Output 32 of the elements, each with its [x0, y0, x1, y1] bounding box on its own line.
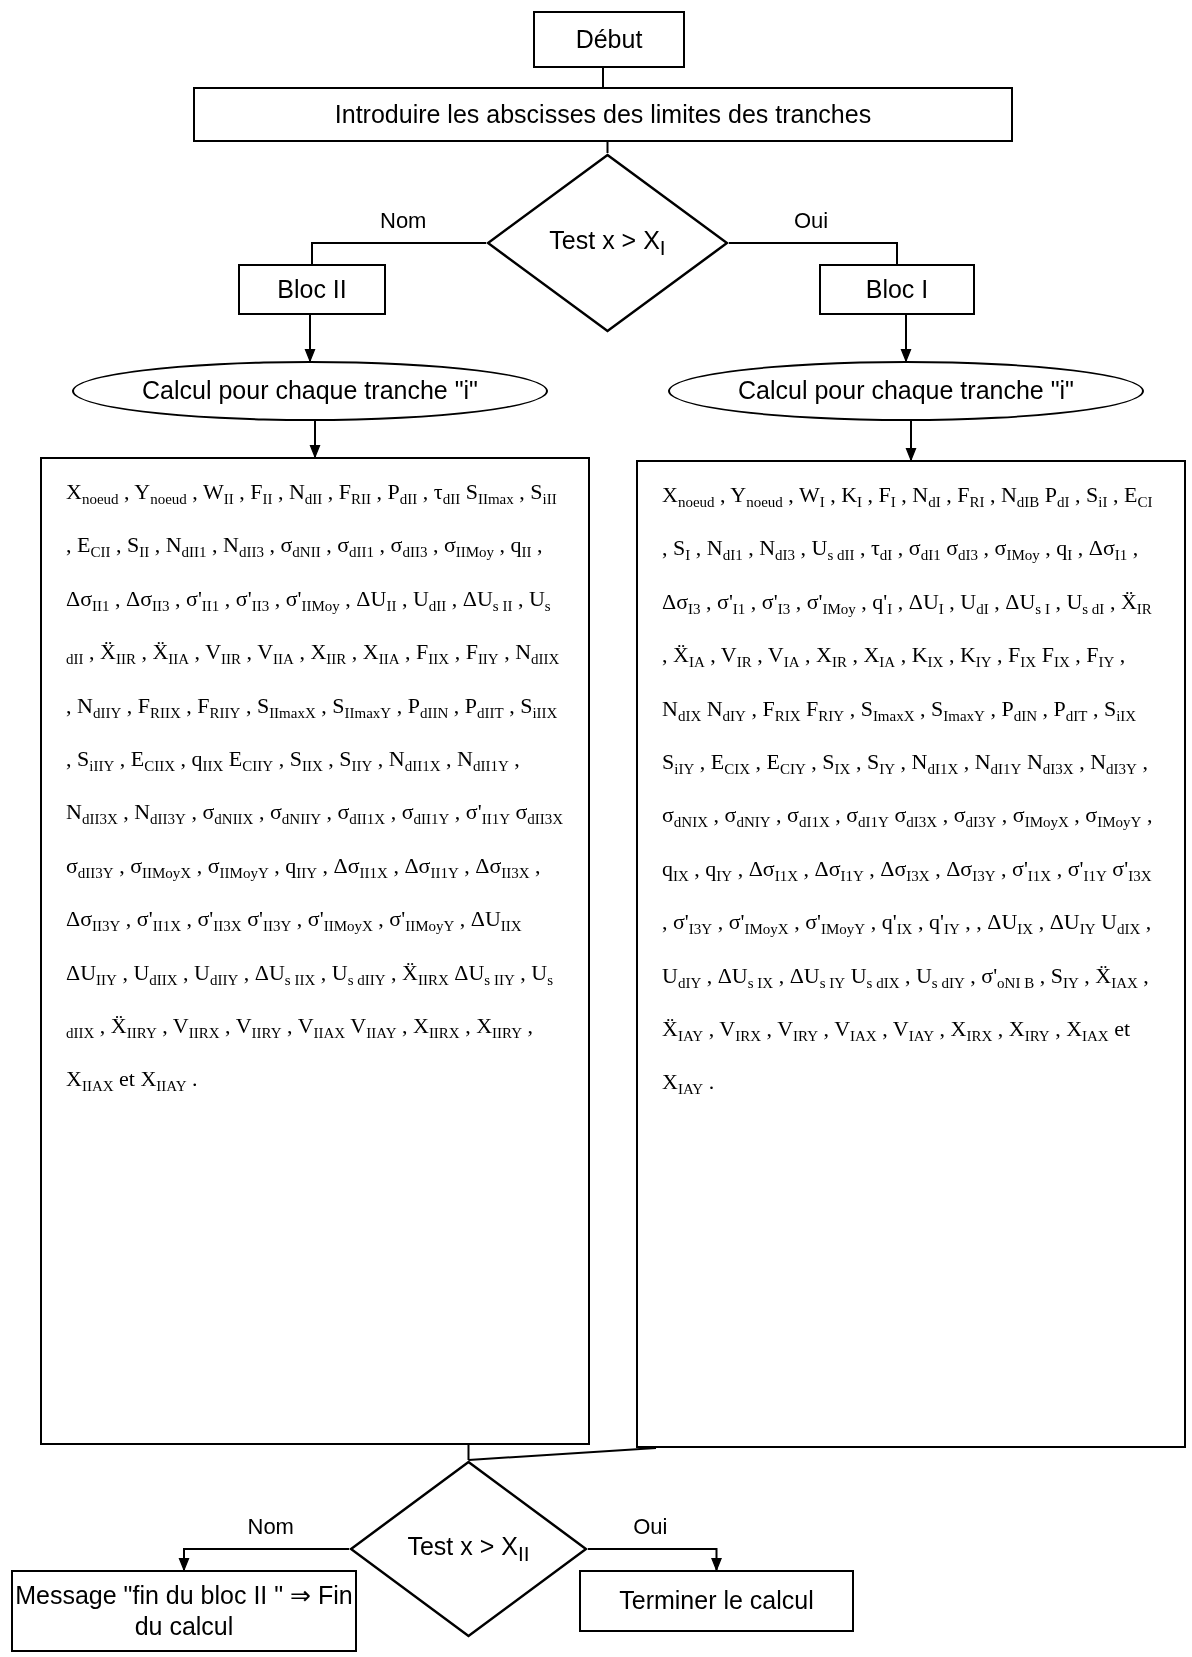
- connector-line: [311, 242, 487, 265]
- node-text: Bloc II: [277, 273, 347, 305]
- connector-line: [467, 1444, 470, 1461]
- process-box: [819, 264, 975, 315]
- arrow: [587, 1548, 722, 1571]
- connector-line: [602, 67, 604, 88]
- connector-line: [606, 141, 609, 154]
- connector-line: [728, 242, 898, 265]
- node-text: Calcul pour chaque tranche "i": [738, 375, 1074, 407]
- process-box: [238, 264, 386, 315]
- variable-list: X$_{noeud}$ , Y$_{noeud}$ , W$_{I}$ , K$_{I}$ , F$_{I}$ , N$_{dI}$ , F$_{RI}$ , N$_{dIB}$ P$_{dI}$ , S$_{iI}$ , E$_{CI}$ , S$_{I}$ , N$_{dI1}$ , N$_{dI3}$ , U$_{s dII}$ , τ$_{dI}$ , σ$_{dI1}$ σ$_{dI3}$ , σ$_{IMoy}$ , q$_{I}$ , Δσ$_{I1}$ , Δσ$_{I3}$ , σ'$_{I1}$ , σ'$_{I3}$ , σ'$_{IMoy}$ , q'$_{I}$ , ΔU$_{I}$ , U$_{dI}$ , ΔU$_{s I}$ , U$_{s dI}$ , Ẍ$_{IR}$ , Ẍ$_{IA}$ , V$_{IR}$ , V$_{IA}$ , X$_{IR}$ , X$_{IA}$ , K$_{IX}$ , K$_{IY}$ , F$_{IX}$ F$_{IX}$ , F$_{IY}$ , N$_{dIX}$ N$_{dIY}$ , F$_{RIX}$ F$_{RIY}$ , S$_{ImaxX}$ , S$_{ImaxY}$ , P$_{dIN}$ , P$_{dIT}$ , S$_{iIX}$ S$_{iIY}$ , E$_{CIX}$ , E$_{CIY}$ , S$_{IX}$ , S$_{IY}$ , N$_{dI1X}$ , N$_{dI1Y}$ N$_{dI3X}$ , N$_{dI3Y}$ , σ$_{dNIX}$ , σ$_{dNIY}$ , σ$_{dI1X}$ , σ$_{dI1Y}$ σ$_{dI3X}$ , σ$_{dI3Y}$ , σ$_{IMoyX}$ , σ$_{IMoyY}$ , q$_{IX}$ , q$_{IY}$ , Δσ$_{I1X}$ , Δσ$_{I1Y}$ , Δσ$_{I3X}$ , Δσ$_{I3Y}$ , σ'$_{I1X}$ , σ'$_{I1Y}$ σ'$_{I3X}$ , σ'$_{I3Y}$ , σ'$_{IMoyX}$ , σ'$_{IMoyY}$ , q'$_{IX}$ , q'$_{IY}$ , , ΔU$_{IX}$ , ΔU$_{IY}$ U$_{dIX}$ , U$_{dIY}$ , ΔU$_{s IX}$ , ΔU$_{s IY}$ U$_{s dIX}$ , U$_{s dIY}$ , σ'$_{oNI B}$ , S$_{IY}$ , Ẍ$_{IAX}$ , Ẍ$_{IAY}$ , V$_{IRX}$ , V$_{IRY}$ , V$_{IAX}$ , V$_{IAY}$ , X$_{IRX}$ , X$_{IRY}$ , X$_{IAX}$ et X$_{IAY}$ .: [638, 462, 1184, 1113]
- arrow: [309, 420, 321, 458]
- connector-line: [467, 1447, 657, 1461]
- variable-list-box: [40, 457, 590, 1445]
- arrow: [304, 314, 316, 362]
- process-box: [193, 87, 1013, 142]
- process-box: [11, 1570, 357, 1652]
- node-text: Introduire les abscisses des limites des tranches: [334, 98, 872, 130]
- arrow: [905, 420, 917, 461]
- node-text: Bloc I: [865, 273, 929, 305]
- variable-list: X$_{noeud}$ , Y$_{noeud}$ , W$_{II}$ , F$_{II}$ , N$_{dII}$ , F$_{RII}$ , P$_{dII}$ , τ$_{dII}$ S$_{IImax}$ , S$_{iII}$ , E$_{CII}$ , S$_{II}$ , N$_{dII1}$ , N$_{dII3}$ , σ$_{dNII}$ , σ$_{dII1}$ , σ$_{dII3}$ , σ$_{IIMoy}$ , q$_{II}$ , Δσ$_{II1}$ , Δσ$_{II3}$ , σ'$_{II1}$ , σ'$_{II3}$ , σ'$_{IIMoy}$ , ΔU$_{II}$ , U$_{dII}$ , ΔU$_{s II}$ , U$_{s}$ $_{dII}$ , Ẍ$_{IIR}$ , Ẍ$_{IIA}$ , V$_{IIR}$ , V$_{IIA}$ , X$_{IIR}$ , X$_{IIA}$ , F$_{IIX}$ , F$_{IIY}$ , N$_{dIIX}$ , N$_{dIIY}$ , F$_{RIIX}$ , F$_{RIIY}$ , S$_{IImaxX}$ , S$_{IImaxY}$ , P$_{dIIN}$ , P$_{dIIT}$ , S$_{iIIX}$ , S$_{iIIY}$ , E$_{CIIX}$ , q$_{IIX}$ E$_{CIIY}$ , S$_{IIX}$ , S$_{IIY}$ , N$_{dII1X}$ , N$_{dII1Y}$ , N$_{dII3X}$ , N$_{dII3Y}$ , σ$_{dNIIX}$ , σ$_{dNIIY}$ , σ$_{dII1X}$ , σ$_{dII1Y}$ , σ'$_{II1Y}$ σ$_{dII3X}$ σ$_{dII3Y}$ , σ$_{IIMoyX}$ , σ$_{IIMoyY}$ , q$_{IIY}$ , Δσ$_{II1X}$ , Δσ$_{II1Y}$ , Δσ$_{II3X}$ , Δσ$_{II3Y}$ , σ'$_{II1X}$ , σ'$_{II3X}$ σ'$_{II3Y}$ , σ'$_{IIMoyX}$ , σ'$_{IIMoyY}$ , ΔU$_{IIX}$ ΔU$_{IIY}$ , U$_{dIIX}$ , U$_{dIIY}$ , ΔU$_{s IIX}$ , U$_{s dIIY}$ , Ẍ$_{IIRX}$ ΔU$_{s IIY}$ , U$_{s}$ $_{dIIX}$ , Ẍ$_{IIRY}$ , V$_{IIRX}$ , V$_{IIRY}$ , V$_{IIAX}$ V$_{IIAY}$ , X$_{IIRX}$ , X$_{IIRY}$ , X$_{IIAX}$ et X$_{IIAY}$ .: [42, 459, 588, 1110]
- start-box: [533, 11, 685, 68]
- node-text: Message "fin du bloc II " ⇒ Fin du calcul: [14, 1579, 354, 1642]
- arrow: [178, 1548, 350, 1571]
- node-text: Début: [575, 23, 643, 55]
- node-text: Terminer le calcul: [619, 1585, 814, 1617]
- variable-list-box: [636, 460, 1186, 1448]
- node-text: Test x > X$_{I}$: [549, 225, 666, 261]
- node-text: Calcul pour chaque tranche "i": [142, 375, 478, 407]
- node-text: Test x > X$_{II}$: [407, 1531, 530, 1567]
- arrow: [900, 314, 912, 362]
- process-box: [579, 1570, 854, 1632]
